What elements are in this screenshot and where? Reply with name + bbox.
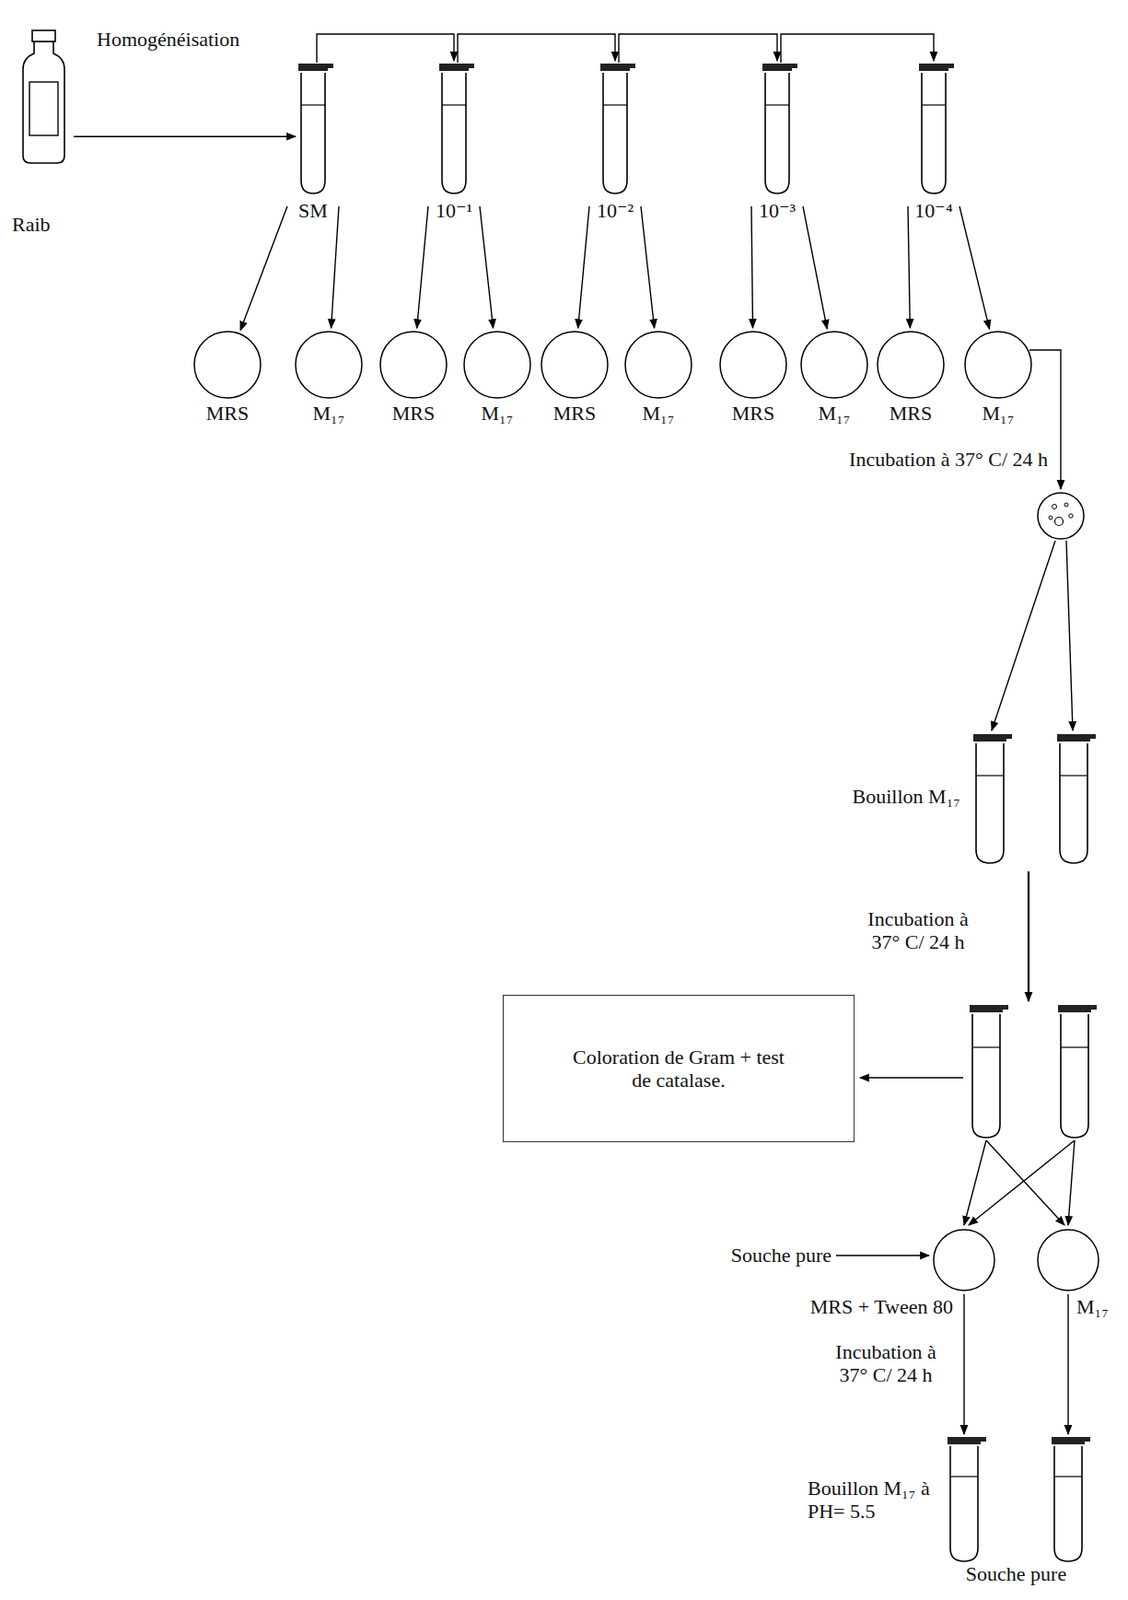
node-label: MRS + Tween 80	[810, 1294, 954, 1318]
dilution-tube: SM	[298, 63, 328, 194]
bottle: Raib	[15, 30, 72, 163]
node-label: M₁₇	[313, 401, 346, 425]
plate-outline	[193, 330, 262, 399]
petri-dish: MRS	[540, 330, 609, 399]
petri-dish: M₁₇	[1036, 1228, 1100, 1291]
process-box: Coloration de Gram + test de catalase.	[502, 994, 855, 1142]
petri-dish: MRS	[193, 330, 262, 399]
plate-outline	[540, 330, 609, 399]
arrow-connector	[331, 206, 339, 328]
node-label: 10⁻³	[758, 198, 796, 222]
arrow-connector	[479, 206, 494, 328]
arrow-connector	[802, 206, 827, 329]
petri-dish: M₁₇	[624, 330, 693, 399]
node-label: MRS	[889, 401, 932, 425]
tube-outline	[918, 63, 949, 194]
step-label: Incubation à 37° C/ 24 h	[848, 447, 1048, 471]
bottle-outline	[15, 30, 72, 163]
box-text: Coloration de Gram + test de catalase.	[563, 1045, 794, 1093]
plate-outline	[624, 330, 693, 399]
node-label: Raib	[11, 212, 51, 236]
petri-dish: M₁₇	[463, 330, 532, 399]
node-label: M₁₇	[1076, 1294, 1109, 1318]
arrow-connector	[1067, 1293, 1069, 1434]
incubated-tube	[969, 1004, 1009, 1138]
petri-dish: MRS	[876, 330, 945, 399]
petri-dish: MRS	[379, 330, 448, 399]
dilution-tube: 10⁻²	[600, 63, 630, 194]
plate-outline	[800, 330, 869, 399]
plate-outline	[379, 330, 448, 399]
plate-outline	[719, 330, 788, 399]
pure-strain-tubes: Bouillon M₁₇ à PH= 5.5Souche pure	[947, 1436, 1085, 1561]
plate-outline	[932, 1228, 996, 1291]
plate-outline	[294, 330, 363, 399]
petri-dish: M₁₇	[294, 330, 363, 399]
node-label: 10⁻²	[596, 198, 634, 222]
plate-outline	[964, 330, 1033, 399]
step-label: Homogénéisation	[96, 27, 240, 51]
arrow-connector	[780, 34, 934, 63]
tube-outline	[439, 63, 469, 194]
node-label: MRS	[206, 401, 249, 425]
node-label: Souche pure	[965, 1561, 1067, 1585]
node-label: Bouillon M₁₇	[852, 784, 961, 808]
colony-plate	[1037, 492, 1084, 539]
node-label: SM	[298, 198, 328, 222]
node-label: M₁₇	[642, 401, 675, 425]
node-label: M₁₇	[982, 401, 1015, 425]
tube-outline	[600, 63, 630, 194]
incubated-tube	[1058, 1004, 1097, 1138]
petri-dish: MRS + Tween 80	[932, 1228, 996, 1291]
arrow-connector	[618, 34, 778, 63]
step-label: Souche pure	[731, 1243, 832, 1267]
arrow-connector	[417, 206, 429, 328]
node-label: M₁₇	[481, 401, 514, 425]
node-label: MRS	[392, 401, 435, 425]
petri-dish: MRS	[719, 330, 788, 399]
broth-tubes: Bouillon M₁₇	[973, 733, 1091, 863]
arrow-connector	[240, 206, 288, 331]
arrow-connector	[959, 206, 990, 329]
node-label: Bouillon M₁₇ à PH= 5.5	[807, 1475, 937, 1523]
tube-outline	[298, 63, 328, 194]
arrow-connector	[907, 206, 910, 328]
step-label: Incubation à 37° C/ 24 h	[853, 907, 983, 954]
pair-outline	[973, 733, 1091, 863]
arrow-connector	[457, 34, 616, 63]
arrow-connector	[73, 135, 296, 137]
step-label: Incubation à 37° C/ 24 h	[821, 1339, 951, 1387]
flow-lines	[836, 349, 1075, 1256]
arrow-connector	[316, 34, 454, 63]
node-label: M₁₇	[818, 401, 851, 425]
arrow-connector	[751, 206, 754, 328]
arrow-connector	[640, 206, 655, 328]
node-label: MRS	[732, 401, 775, 425]
tube-outline	[762, 63, 792, 194]
petri-dish: M₁₇	[800, 330, 869, 399]
arrow-connector	[578, 206, 590, 328]
plate-outline	[876, 330, 945, 399]
node-label: MRS	[553, 401, 596, 425]
arrow-connector	[963, 1293, 965, 1434]
dilution-tube: 10⁻⁴	[918, 63, 949, 194]
pair-outline	[947, 1436, 1085, 1561]
node-label: 10⁻¹	[435, 198, 473, 222]
plate-outline	[1036, 1228, 1100, 1291]
node-label: 10⁻⁴	[914, 198, 953, 222]
dilution-tube: 10⁻¹	[439, 63, 469, 194]
petri-dish: M₁₇	[964, 330, 1033, 399]
dilution-tube: 10⁻³	[762, 63, 792, 194]
plate-outline	[463, 330, 532, 399]
